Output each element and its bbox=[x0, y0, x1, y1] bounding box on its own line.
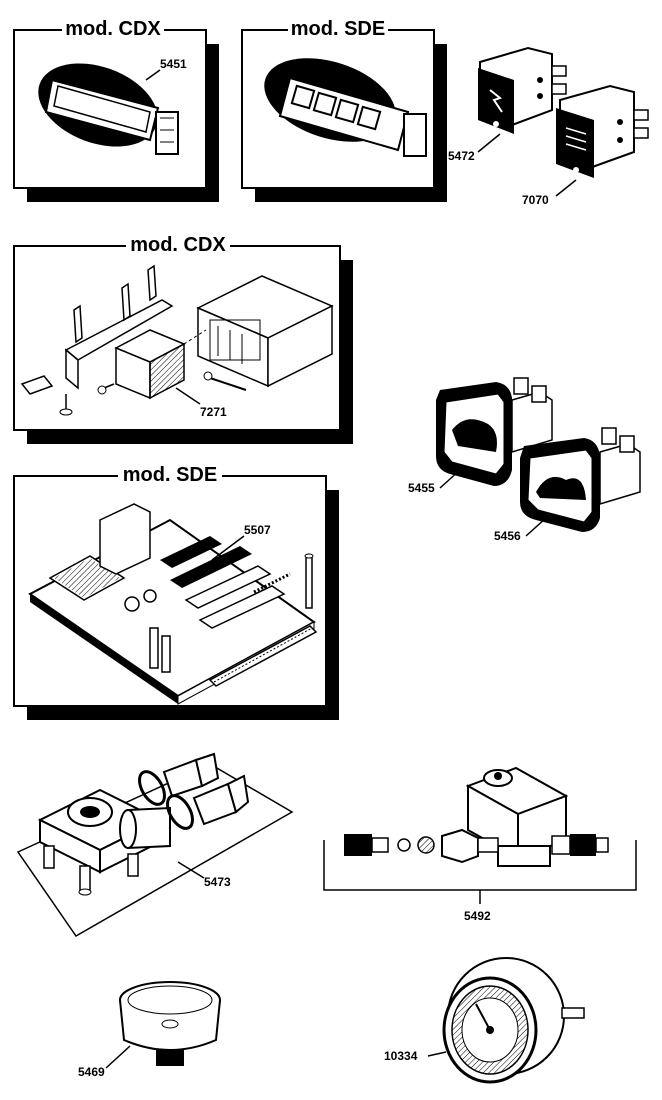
box-cdx-middle: mod. CDX bbox=[13, 230, 353, 444]
solenoid-valve-5492 bbox=[323, 766, 637, 904]
illuminated-switch-5455 bbox=[436, 377, 553, 486]
box-title-cdx-middle: mod. CDX bbox=[130, 234, 226, 256]
filter-basket-5469 bbox=[119, 981, 221, 1066]
part-number-7070: 7070 bbox=[522, 193, 549, 207]
rocker-switch-5472 bbox=[478, 46, 567, 134]
pump-assembly-5473 bbox=[16, 752, 294, 937]
part-number-5455: 5455 bbox=[408, 481, 435, 495]
box-title-sde-top: mod. SDE bbox=[291, 18, 385, 40]
box-title-cdx-top: mod. CDX bbox=[65, 18, 161, 40]
part-number-5472: 5472 bbox=[448, 149, 475, 163]
box-sde-middle: mod. SDE bbox=[13, 460, 339, 720]
rocker-switch-5451 bbox=[38, 63, 179, 155]
box-cdx-top: mod. CDX 5451 bbox=[13, 14, 219, 202]
pressure-gauge-10334 bbox=[442, 957, 585, 1084]
relay-assembly-7271 bbox=[20, 264, 334, 416]
part-number-5507: 5507 bbox=[244, 523, 271, 537]
rocker-switch-7070 bbox=[556, 84, 649, 178]
illuminated-switch-5456 bbox=[520, 427, 641, 532]
box-title-sde-middle: mod. SDE bbox=[123, 464, 217, 486]
part-number-5469: 5469 bbox=[78, 1065, 105, 1079]
part-number-5473: 5473 bbox=[204, 875, 231, 889]
box-sde-top: mod. SDE bbox=[241, 14, 447, 202]
part-number-7271: 7271 bbox=[200, 405, 227, 419]
electronic-board-5507 bbox=[28, 503, 318, 705]
part-number-5492: 5492 bbox=[464, 909, 491, 923]
part-number-5456: 5456 bbox=[494, 529, 521, 543]
button-panel-sde bbox=[264, 58, 427, 157]
part-number-5451: 5451 bbox=[160, 57, 187, 71]
part-number-10334: 10334 bbox=[384, 1049, 418, 1063]
